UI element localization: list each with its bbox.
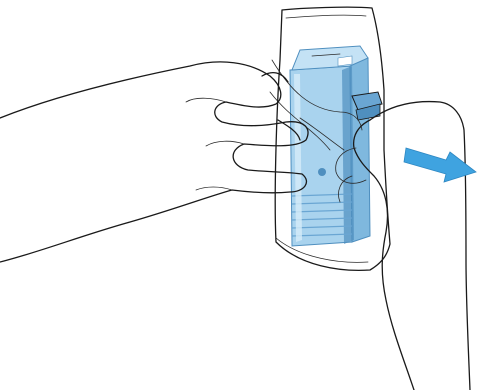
ink-cartridge	[290, 46, 382, 246]
left-hand	[0, 62, 308, 262]
